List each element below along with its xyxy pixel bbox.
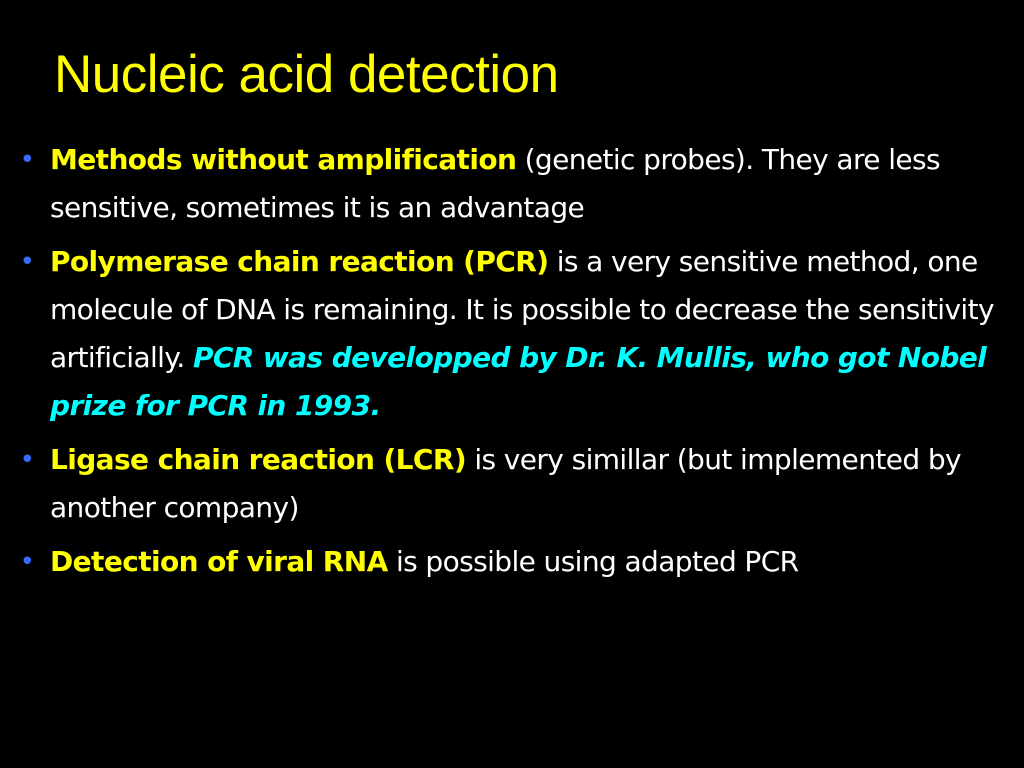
bullet-item-methods-without-amplification: • Methods without amplification (genetic… <box>15 136 1005 232</box>
bullet-item-pcr: • Polymerase chain reaction (PCR) is a v… <box>15 238 1005 430</box>
bullet-text: (genetic probes). They are less sensitiv… <box>50 143 941 224</box>
bullet-item-viral-rna: • Detection of viral RNA is possible usi… <box>15 538 1005 586</box>
bullet-dot-icon: • <box>19 247 35 277</box>
bullet-dot-icon: • <box>19 547 35 577</box>
bullet-item-lcr: • Ligase chain reaction (LCR) is very si… <box>15 436 1005 532</box>
bullet-dot-icon: • <box>19 445 35 475</box>
bullet-highlight: Detection of viral RNA <box>50 545 388 578</box>
bullet-text: is very simillar (but implemented by ano… <box>50 443 962 524</box>
bullet-note: PCR was developped by Dr. K. Mullis, who… <box>50 341 987 422</box>
bullet-highlight: Methods without amplification <box>50 143 517 176</box>
bullet-dot-icon: • <box>19 145 35 175</box>
bullet-highlight: Polymerase chain reaction (PCR) <box>50 245 549 278</box>
bullet-list: • Methods without amplification (genetic… <box>15 136 1005 592</box>
bullet-text: is possible using adapted PCR <box>387 545 799 578</box>
bullet-highlight: Ligase chain reaction (LCR) <box>50 443 467 476</box>
bullet-text: is a very sensitive method, one molecule… <box>50 245 995 374</box>
slide-title: Nucleic acid detection <box>54 45 559 104</box>
